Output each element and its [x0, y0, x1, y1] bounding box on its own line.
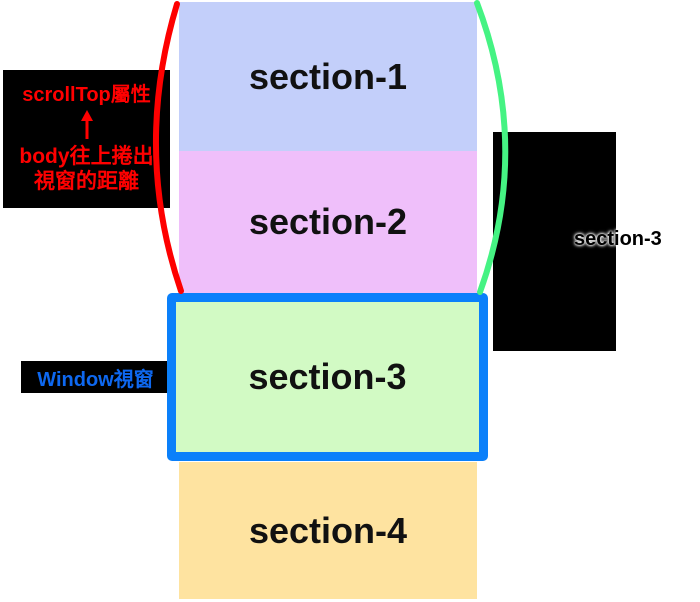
section-2-block: section-2 [179, 151, 477, 293]
scrolltop-desc-line-2: 視窗的距離 [34, 170, 139, 193]
section-3-label: section-3 [248, 356, 407, 397]
offsettop-label: section-3 [574, 228, 662, 250]
section-1-label: section-1 [248, 55, 408, 97]
scrolltop-desc-line-1: body往上捲出 [19, 145, 154, 169]
scrolltop-property-label: scrollTop屬性 [22, 84, 151, 107]
scrolltop-annotation-box: scrollTop屬性 body往上捲出 視窗的距離 [3, 70, 170, 208]
window-annotation-box: Window視窗 [21, 361, 170, 393]
section-1-block: section-1 [179, 2, 477, 151]
section-4-block: section-4 [179, 462, 477, 599]
window-viewport-box: section-3 [167, 293, 488, 461]
section-2-label: section-2 [248, 201, 408, 242]
offsettop-annotation-box [493, 132, 616, 351]
up-arrow-icon [80, 110, 93, 140]
section-4-label: section-4 [248, 509, 408, 551]
window-label: Window視窗 [37, 368, 154, 391]
